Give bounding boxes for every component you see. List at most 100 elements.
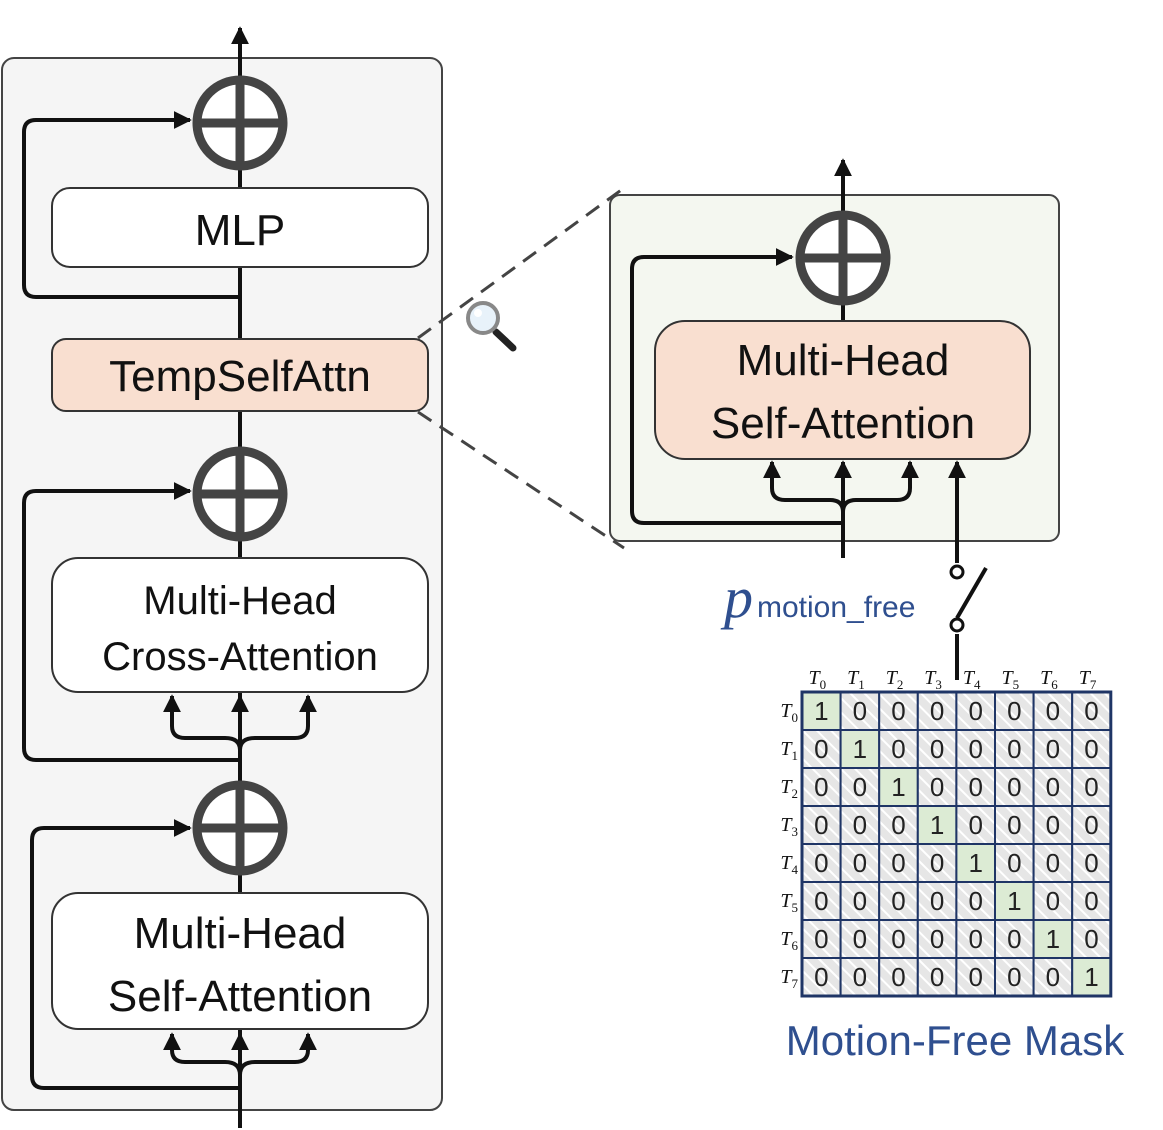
mask-cell xyxy=(955,881,997,921)
mask-cell-value: 1 xyxy=(853,734,867,764)
mask-cell-value: 0 xyxy=(1007,924,1021,954)
mask-cell xyxy=(839,691,881,731)
mask-cell-value: 0 xyxy=(1084,810,1098,840)
mask-cell-value: 0 xyxy=(1046,848,1060,878)
mask-cell-value: 0 xyxy=(814,734,828,764)
mask-row-label: T2 xyxy=(780,776,798,801)
mask-cell-value: 0 xyxy=(891,962,905,992)
mask-cell-value: 0 xyxy=(1084,924,1098,954)
mask-caption: Motion-Free Mask xyxy=(786,1017,1125,1064)
mask-cell-value: 0 xyxy=(968,734,982,764)
cross-attention-label-line2: Cross-Attention xyxy=(102,635,378,679)
zoom-flow-lines xyxy=(630,158,966,563)
mask-row-label: T3 xyxy=(780,814,798,839)
mask-cell-value: 0 xyxy=(1007,734,1021,764)
mask-cell-value: 1 xyxy=(968,848,982,878)
mask-cell xyxy=(801,957,842,997)
mask-cell-value: 0 xyxy=(930,696,944,726)
mask-cell-value: 0 xyxy=(853,962,867,992)
mask-cell-value: 1 xyxy=(1046,924,1060,954)
mask-cell xyxy=(1071,843,1112,883)
cross-attn-input-fork xyxy=(163,694,317,751)
mask-cell-value: 0 xyxy=(891,696,905,726)
mask-cell-value: 0 xyxy=(814,924,828,954)
mask-cell-value: 0 xyxy=(968,810,982,840)
mask-cell-value: 1 xyxy=(930,810,944,840)
residual-connections xyxy=(22,111,240,1090)
mask-cell xyxy=(878,729,919,769)
mask-col-label: T1 xyxy=(847,667,865,692)
mask-cell xyxy=(1032,843,1074,883)
mask-cell xyxy=(839,957,881,997)
mask-row-label: T5 xyxy=(780,890,798,915)
mask-cell-value: 0 xyxy=(1046,886,1060,916)
mask-cell-value: 0 xyxy=(968,962,982,992)
mask-cell-value: 0 xyxy=(1046,962,1060,992)
mask-cell-value: 0 xyxy=(930,772,944,802)
mask-cell-value: 0 xyxy=(853,810,867,840)
mask-cell-value: 1 xyxy=(1007,886,1021,916)
mask-border xyxy=(800,690,1113,998)
zoom-guides xyxy=(417,186,625,550)
self-attn-input-fork xyxy=(163,1032,317,1076)
zoom-attention-label-line1: Multi-Head xyxy=(737,336,950,385)
mask-cell-value: 0 xyxy=(1007,848,1021,878)
mask-cell-value: 0 xyxy=(853,886,867,916)
mask-cell-value: 0 xyxy=(930,962,944,992)
temp-self-attn-box: TempSelfAttn xyxy=(51,338,429,412)
mask-cell xyxy=(1071,957,1112,997)
mask-cell xyxy=(916,691,958,731)
mask-cell-value: 0 xyxy=(853,772,867,802)
self-attention-label-line1: Multi-Head xyxy=(134,909,347,958)
mask-cell xyxy=(839,729,881,769)
mask-cell-value: 1 xyxy=(814,696,828,726)
mask-cell-value: 0 xyxy=(891,810,905,840)
mask-cell xyxy=(878,843,919,883)
mask-cell-value: 0 xyxy=(1007,810,1021,840)
mask-cell-value: 0 xyxy=(1046,696,1060,726)
mask-row-label: T0 xyxy=(780,700,798,725)
self-attention-box: Multi-Head Self-Attention xyxy=(51,892,429,1030)
mask-cell-value: 0 xyxy=(1046,772,1060,802)
mask-cell xyxy=(916,881,958,921)
cross-attention-box: Multi-Head Cross-Attention xyxy=(51,557,429,693)
mask-cell-value: 0 xyxy=(968,772,982,802)
mask-cell-value: 0 xyxy=(930,924,944,954)
mask-cell-value: 0 xyxy=(853,924,867,954)
mask-cell-value: 0 xyxy=(1007,696,1021,726)
mask-cell-value: 0 xyxy=(891,924,905,954)
add-node-middle xyxy=(192,446,288,542)
mask-cell xyxy=(801,843,842,883)
mask-col-label: T4 xyxy=(963,667,981,692)
mask-row-label: T7 xyxy=(780,966,798,991)
mask-cell-value: 0 xyxy=(1084,848,1098,878)
mask-col-label: T7 xyxy=(1079,667,1097,692)
mask-row-label: T4 xyxy=(780,852,798,877)
self-attention-label-line2: Self-Attention xyxy=(108,972,372,1021)
mask-row-label: T1 xyxy=(780,738,798,763)
mask-cell-value: 0 xyxy=(1007,962,1021,992)
mask-cell-value: 0 xyxy=(1007,772,1021,802)
mask-cell-value: 1 xyxy=(891,772,905,802)
mask-cell-value: 0 xyxy=(930,848,944,878)
mask-cell xyxy=(955,957,997,997)
mask-cell xyxy=(1071,881,1112,921)
cross-attention-label-line1: Multi-Head xyxy=(143,579,336,623)
mask-col-label: T3 xyxy=(924,667,942,692)
mask-cell-value: 0 xyxy=(1084,772,1098,802)
mask-cell-value: 0 xyxy=(930,734,944,764)
mask-cell xyxy=(839,919,881,959)
mask-col-label: T0 xyxy=(808,667,826,692)
mask-cell-value: 0 xyxy=(1084,734,1098,764)
magnifier-icon xyxy=(466,301,517,352)
mask-cell xyxy=(916,805,958,845)
zoom-self-attention-box: Multi-Head Self-Attention xyxy=(654,320,1031,460)
mask-col-label: T6 xyxy=(1040,667,1058,692)
mask-cell-value: 0 xyxy=(930,886,944,916)
mask-switch xyxy=(949,564,988,680)
zoom-add-node xyxy=(795,210,891,306)
